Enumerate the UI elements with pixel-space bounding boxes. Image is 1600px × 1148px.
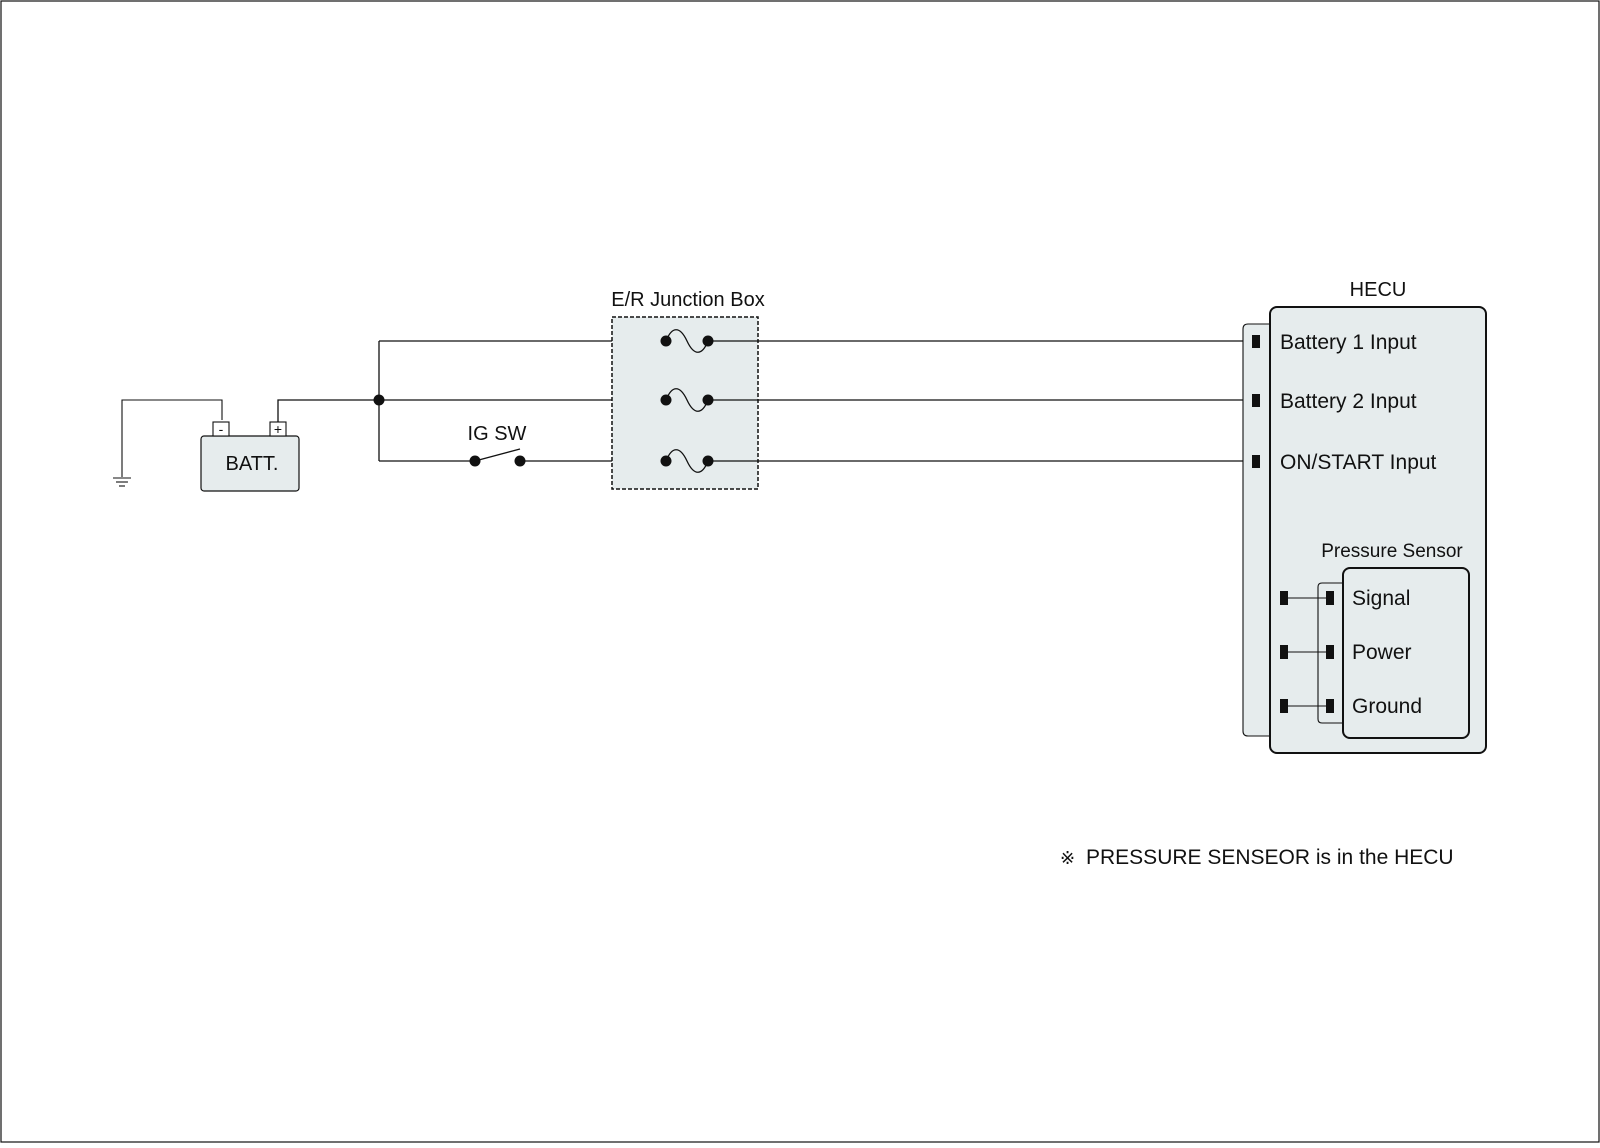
battery-negative-symbol: -	[219, 421, 224, 437]
hecu-input-on-start: ON/START Input	[1280, 451, 1437, 474]
fuse-1	[660, 329, 714, 353]
sensor-pin-ground-outer	[1280, 699, 1288, 713]
hecu-input-wires	[708, 340, 1254, 462]
pressure-sensor: Pressure Sensor Signal Power Ground	[1280, 541, 1470, 739]
battery-body	[200, 435, 300, 492]
sensor-pin-ground-label: Ground	[1352, 695, 1422, 718]
battery: - + BATT.	[200, 421, 300, 492]
hecu-title: HECU	[1350, 279, 1407, 301]
sensor-pin-power-inner	[1326, 645, 1334, 659]
fuse-2	[660, 388, 714, 412]
sensor-pin-signal-label: Signal	[1352, 587, 1410, 610]
footnote: ※ PRESSURE SENSEOR is in the HECU	[1060, 846, 1454, 869]
ground-symbol	[113, 399, 223, 487]
pressure-sensor-body	[1342, 567, 1470, 739]
hecu-module: HECU Battery 1 Input Battery 2 Input ON/…	[1242, 279, 1487, 754]
sensor-pin-power-outer	[1280, 645, 1288, 659]
battery-label: BATT.	[226, 453, 279, 475]
hecu-pin-on-start	[1252, 455, 1260, 468]
hecu-connector-strip	[1242, 323, 1270, 737]
hecu-input-battery-2: Battery 2 Input	[1280, 390, 1417, 413]
battery-negative-terminal	[212, 421, 230, 437]
hecu-pin-battery-1	[1252, 335, 1260, 348]
junction-box: E/R Junction Box	[611, 289, 765, 490]
fuse-3	[660, 449, 714, 473]
junction-box-title: E/R Junction Box	[611, 289, 764, 311]
splice-junction-dot	[373, 394, 385, 406]
hecu-input-battery-1: Battery 1 Input	[1280, 331, 1417, 354]
sensor-pin-ground-inner	[1326, 699, 1334, 713]
junction-box-outline	[611, 316, 759, 490]
pressure-sensor-title: Pressure Sensor	[1321, 541, 1463, 562]
hecu-pin-battery-2	[1252, 394, 1260, 407]
sensor-pin-signal-outer	[1280, 591, 1288, 605]
sensor-pin-signal-inner	[1326, 591, 1334, 605]
pressure-sensor-connector	[1317, 582, 1343, 724]
footnote-symbol: ※	[1060, 848, 1075, 868]
footnote-text: PRESSURE SENSEOR is in the HECU	[1086, 846, 1454, 869]
battery-positive-symbol: +	[274, 421, 282, 437]
ignition-switch-label: IG SW	[468, 423, 527, 445]
sensor-pin-power-label: Power	[1352, 641, 1412, 664]
